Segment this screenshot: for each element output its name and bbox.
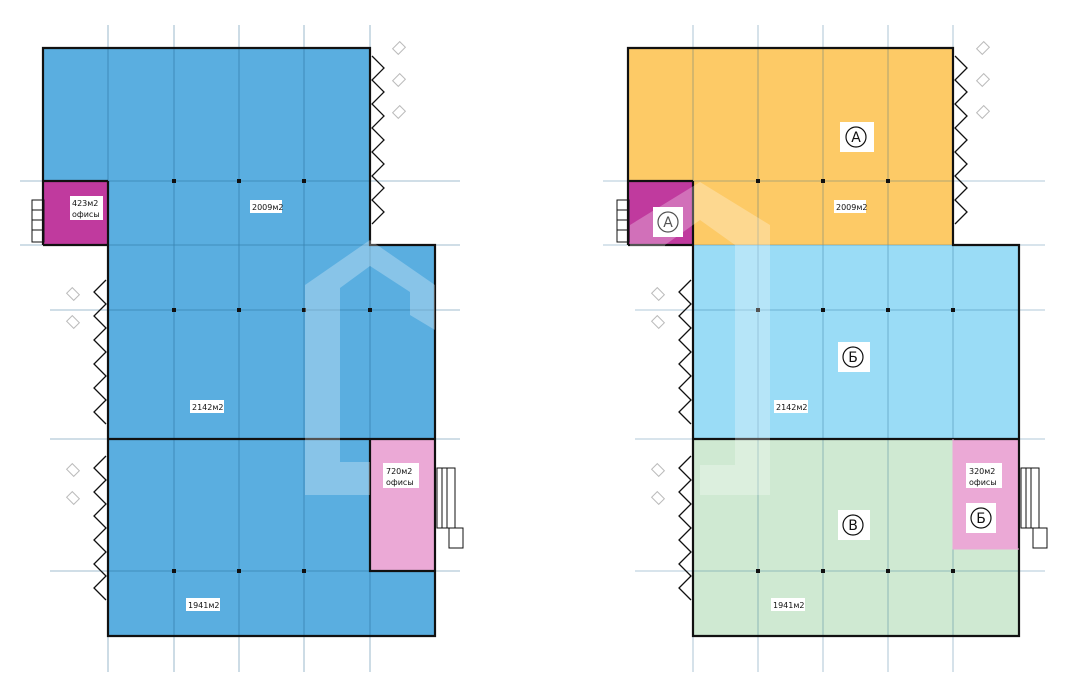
right-marker-b-office-text: Б	[976, 511, 986, 527]
right-stairs	[616, 199, 1048, 549]
right-columns	[756, 179, 955, 573]
right-marker-b-text: Б	[848, 350, 858, 366]
right-dock-gates	[678, 55, 968, 601]
left-label-2009: 2009м2	[250, 200, 283, 213]
right-marker-v: В	[838, 510, 870, 540]
right-truck-outlines	[650, 40, 991, 506]
right-label-1941: 1941м2	[771, 598, 805, 611]
watermark-logo-left	[305, 240, 435, 495]
left-area-label-office-large: 720м2	[386, 467, 412, 476]
left-label-423: 423м2 офисы	[70, 196, 103, 220]
left-floor-plan: 2009м2 423м2 офисы 2142м2 1941м2 720м2 о…	[20, 25, 464, 672]
right-marker-v-text: В	[848, 518, 858, 534]
right-marker-a-office-text: А	[663, 215, 673, 231]
right-office-label: офисы	[969, 478, 997, 487]
left-zone-office-large	[370, 439, 435, 571]
watermark-logo-right	[630, 182, 770, 495]
left-label-1941: 1941м2	[186, 598, 220, 611]
left-dock-gates	[93, 55, 385, 601]
left-area-label-middle: 2142м2	[192, 403, 223, 412]
right-floor-plan: 2009м2 2142м2 1941м2 320м2 офисы А А	[603, 25, 1048, 672]
right-marker-a-office: А	[653, 207, 683, 237]
left-area-label-top: 2009м2	[252, 203, 283, 212]
left-stairs	[31, 199, 464, 549]
right-area-label-top: 2009м2	[836, 203, 867, 212]
left-zone-warehouse-middle	[108, 245, 435, 439]
right-area-label-middle: 2142м2	[776, 403, 807, 412]
right-area-label-office: 320м2	[969, 467, 995, 476]
left-area-label-bottom: 1941м2	[188, 601, 219, 610]
right-marker-a-text: А	[851, 130, 861, 146]
right-label-2009: 2009м2	[834, 200, 867, 213]
right-area-label-bottom: 1941м2	[773, 601, 804, 610]
right-walls	[626, 46, 1021, 638]
right-label-320: 320м2 офисы	[966, 463, 1002, 488]
left-office-label-large: офисы	[386, 478, 414, 487]
left-truck-outlines	[65, 40, 407, 506]
left-label-720: 720м2 офисы	[383, 463, 419, 488]
left-office-label-small: офисы	[72, 210, 100, 219]
right-marker-a: А	[840, 122, 874, 152]
right-office-outline	[952, 439, 1019, 550]
left-walls	[41, 46, 437, 638]
right-marker-b-office: Б	[966, 503, 996, 533]
right-label-2142: 2142м2	[774, 400, 808, 413]
left-columns	[172, 179, 372, 573]
right-marker-b: Б	[838, 342, 870, 372]
left-area-label-office-small: 423м2	[72, 199, 98, 208]
left-label-2142: 2142м2	[190, 400, 224, 413]
